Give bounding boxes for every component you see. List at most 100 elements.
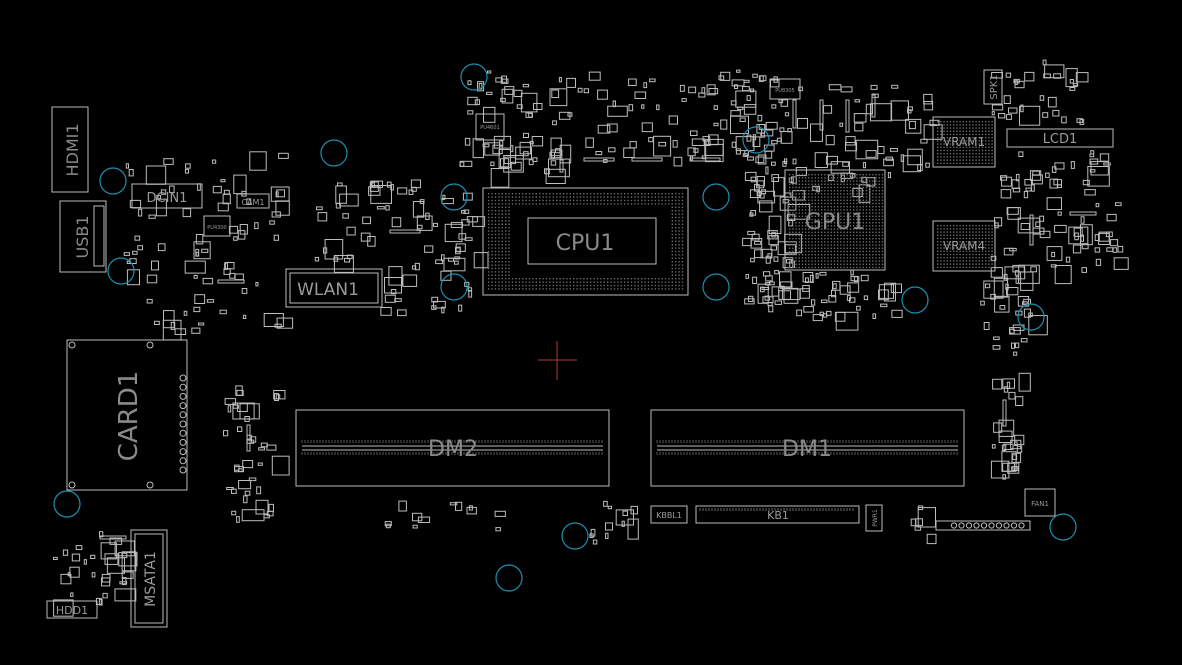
bga-ball <box>681 220 684 222</box>
bga-ball <box>878 215 880 217</box>
bga-ball <box>805 199 807 201</box>
slot-msata1[interactable]: MSATA1 <box>130 529 168 628</box>
smd-part <box>462 192 473 201</box>
smd-part <box>1005 72 1012 78</box>
bga-ball <box>949 228 952 230</box>
bga-ball <box>668 281 670 283</box>
bga-ball <box>651 199 653 202</box>
connector-kb1[interactable]: KB1 <box>695 505 860 524</box>
bga-ball <box>985 140 987 142</box>
bga-ball <box>789 183 791 185</box>
bga-ball <box>675 199 677 202</box>
smd-part <box>263 514 270 519</box>
bga-ball <box>988 162 990 164</box>
bga-ball <box>624 281 626 283</box>
connector-pwr1[interactable]: PWR1 <box>865 504 883 532</box>
smd-part <box>628 104 634 112</box>
bga-ball <box>985 146 987 148</box>
connector-spk1[interactable]: SPK1 <box>983 69 1003 105</box>
bga-ball <box>792 254 794 256</box>
bga-ball <box>937 266 939 268</box>
smd-part <box>634 91 647 99</box>
smd-part <box>1013 351 1018 356</box>
connector-fan1[interactable]: FAN1 <box>1024 488 1056 517</box>
slot-dm1[interactable]: DM1 <box>650 409 965 487</box>
chip-vram4[interactable]: VRAM4 <box>932 220 996 272</box>
bga-ball <box>875 234 877 237</box>
smd-part <box>495 77 503 83</box>
bga-ball <box>821 250 823 253</box>
bga-ball <box>969 241 971 243</box>
bga-ball <box>837 183 839 185</box>
bga-ball <box>798 212 800 214</box>
connector-dcin1[interactable]: DCIN1 <box>131 183 203 209</box>
connector-hdd1[interactable]: HDD1 <box>46 600 98 619</box>
bga-ball <box>946 127 948 129</box>
bga-ball <box>830 222 832 224</box>
label-vram1: VRAM1 <box>943 135 985 149</box>
bga-ball <box>798 228 800 230</box>
bga-ball <box>881 196 884 198</box>
bga-ball <box>985 130 987 132</box>
bga-ball <box>678 264 680 266</box>
smd-part <box>1003 386 1009 393</box>
bga-ball <box>789 241 791 243</box>
smd-part <box>765 121 778 130</box>
smd-part <box>455 243 466 252</box>
bga-ball <box>840 241 842 243</box>
slot-wlan1[interactable]: WLAN1 <box>285 268 383 308</box>
bga-ball <box>965 156 968 158</box>
smd-part <box>802 272 814 283</box>
bga-ball <box>641 284 643 287</box>
bga-ball <box>593 203 595 205</box>
slot-dm2[interactable]: DM2 <box>295 409 610 487</box>
bga-ball <box>814 234 816 237</box>
bga-ball <box>875 209 877 211</box>
ic-pu8305[interactable]: PU8305 <box>769 78 801 100</box>
bga-ball <box>821 177 823 179</box>
bga-ball <box>573 193 575 195</box>
connector-cam1[interactable]: CAM1 <box>236 193 270 209</box>
bga-ball <box>811 254 813 256</box>
bga-ball <box>559 193 561 195</box>
bga-ball <box>801 254 804 256</box>
smd-part <box>1032 170 1040 176</box>
bga-ball <box>962 263 964 265</box>
bga-ball <box>505 203 507 205</box>
ic-pu4300[interactable]: PU4300 <box>203 215 231 237</box>
bga-ball <box>501 220 503 222</box>
bga-ball <box>821 266 823 269</box>
connector-header-bottom[interactable] <box>935 520 1031 531</box>
bga-ball <box>937 156 939 158</box>
connector-hdmi1[interactable]: HDMI1 <box>51 106 89 193</box>
connector-kbbl1[interactable]: KBBL1 <box>650 505 688 524</box>
bga-ball <box>678 281 680 283</box>
bga-ball <box>959 124 961 126</box>
bga-ball <box>985 133 987 136</box>
bga-ball <box>959 162 961 164</box>
connector-usb1[interactable]: USB1 <box>59 200 107 273</box>
bga-ball <box>824 254 826 256</box>
bga-ball <box>491 264 493 266</box>
ic-pu4601[interactable]: PU4601 <box>475 113 505 141</box>
bga-ball <box>491 288 493 290</box>
bga-ball <box>833 186 836 189</box>
connector-lcd1[interactable]: LCD1 <box>1006 128 1114 148</box>
slot-card1[interactable]: CARD1 <box>66 339 188 491</box>
smd-part <box>486 91 493 96</box>
bga-ball <box>881 241 884 243</box>
smd-part <box>146 274 158 284</box>
bga-ball <box>671 233 673 236</box>
bga-ball <box>569 193 571 195</box>
chip-cpu1[interactable]: CPU1 <box>482 187 689 296</box>
smd-part <box>1072 83 1079 87</box>
bga-ball <box>837 260 839 262</box>
chip-vram1[interactable]: VRAM1 <box>932 116 996 168</box>
bga-ball <box>975 156 977 158</box>
bga-ball <box>843 177 845 179</box>
smd-part <box>605 532 609 539</box>
smd-part <box>747 230 756 236</box>
bga-ball <box>821 183 823 185</box>
chip-gpu1[interactable]: GPU1 <box>784 169 886 271</box>
bga-ball <box>949 253 952 256</box>
